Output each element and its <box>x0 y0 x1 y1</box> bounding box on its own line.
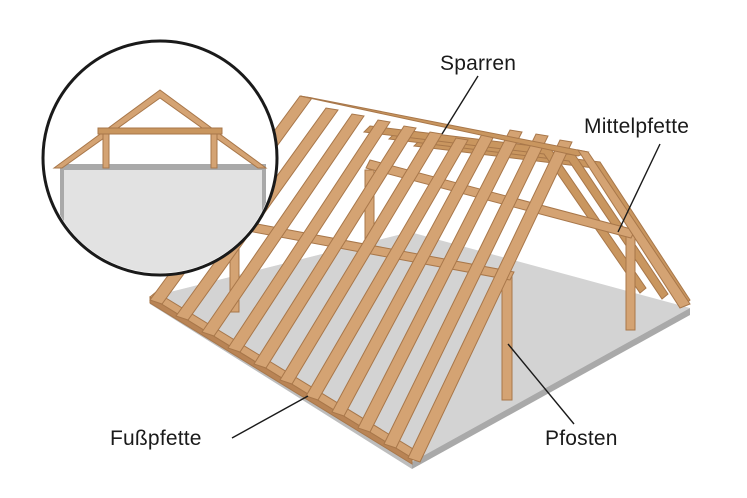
leader-mittelpfette <box>617 143 661 233</box>
label-pfosten: Pfosten <box>545 427 618 450</box>
rafter <box>227 119 391 353</box>
leader-sparren <box>441 75 479 135</box>
rafter <box>201 113 365 337</box>
gable-rafter <box>576 149 691 309</box>
rafter <box>305 137 469 401</box>
rafter <box>253 125 417 369</box>
rafter <box>357 129 523 433</box>
leader-fusspfette <box>231 395 309 439</box>
label-sparren: Sparren <box>440 52 517 75</box>
inset-cross-section <box>41 39 279 277</box>
leader-lines <box>231 75 661 439</box>
label-mittelpfette: Mittelpfette <box>584 115 690 138</box>
rafter <box>383 133 549 449</box>
post-rear-right <box>625 229 636 331</box>
post-front-right <box>501 271 513 401</box>
rafter <box>407 139 573 463</box>
leader-pfosten <box>507 343 575 425</box>
label-fusspfette: Fußpfette <box>110 427 202 450</box>
